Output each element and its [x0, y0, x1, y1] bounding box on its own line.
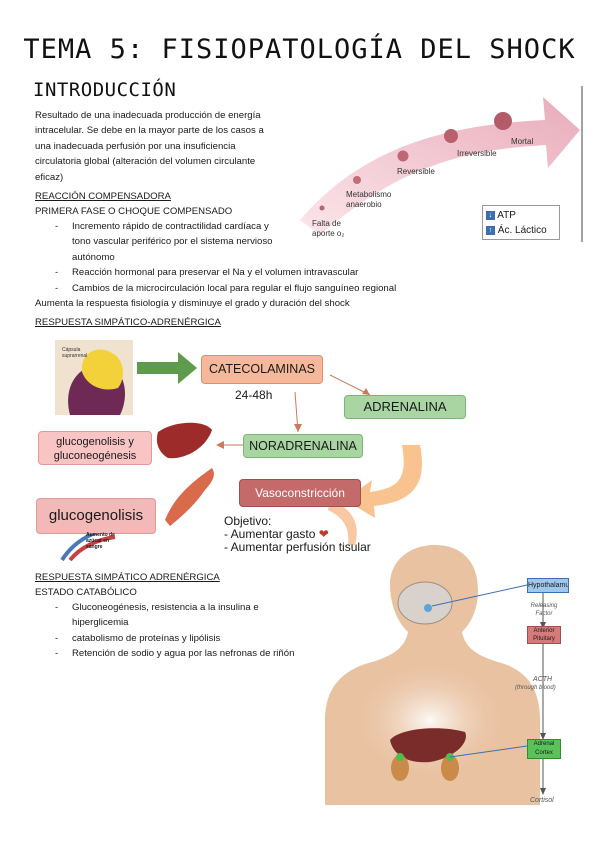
noradrenaline-box: NORADRENALINA — [243, 434, 363, 458]
intro-heading: INTRODUCCIÓN — [33, 79, 177, 101]
releasing-factor-label: Releasing Factor — [530, 603, 558, 617]
vasoconstriction-box: Vasoconstricción — [239, 479, 361, 507]
adrenaline-box: ADRENALINA — [344, 395, 466, 419]
legend-lactic: ↑ Ác. Láctico — [486, 223, 556, 238]
gland-label: Cápsula suprarrenal — [62, 347, 88, 359]
time-label: 24-48h — [235, 388, 273, 402]
stage-label: Metabolismo anaerobio — [346, 190, 392, 209]
stage-label: Irreversible — [457, 149, 497, 158]
intro-text: Resultado de una inadecuada producción d… — [35, 110, 264, 183]
arrow-up-icon: ↑ — [486, 225, 495, 235]
legend-box: ↓ ATP ↑ Ác. Láctico — [482, 205, 560, 240]
heart-icon: ❤ — [318, 527, 329, 541]
cortisol-label: Cortisol — [530, 797, 554, 804]
catabolic-heading: RESPUESTA SIMPÁTICO ADRENÉRGICA — [35, 572, 220, 583]
arrow-down-icon: ↓ — [486, 210, 495, 220]
catabolic-list: Gluconeogénesis, resistencia a la insuli… — [35, 600, 315, 662]
list-item: Reacción hormonal para preservar el Na y… — [35, 265, 435, 281]
sugar-label: Aumento de azúcar en sangre — [86, 532, 115, 550]
compensatory-subheading: PRIMERA FASE O CHOQUE COMPENSADO — [35, 206, 233, 217]
compensatory-summary: Aumenta la respuesta fisiología y dismin… — [35, 298, 350, 309]
adrenal-cortex-box: Adrenal Cortex — [527, 739, 561, 759]
objective-block: Objetivo: - Aumentar gasto ❤ - Aumentar … — [224, 515, 371, 554]
glucogenolisis-gluconeo-box: glucogenolisis y gluconeogénesis — [38, 431, 152, 465]
through-blood-label: (through blood) — [515, 685, 556, 691]
list-item: Retención de sodio y agua por las nefron… — [35, 646, 315, 662]
list-item: Cambios de la microcirculación local par… — [35, 281, 435, 297]
list-item: catabolismo de proteínas y lipólisis — [35, 631, 315, 647]
list-item: Incremento rápido de contractilidad card… — [35, 219, 282, 265]
legend-atp: ↓ ATP — [486, 208, 556, 223]
compensatory-heading: REACCIÓN COMPENSADORA — [35, 191, 171, 202]
hypothalamus-box: Hypothalamus — [527, 578, 569, 593]
stage-label: Reversible — [397, 167, 435, 176]
stage-label: Falta de aporte o₂ — [312, 219, 345, 238]
compensatory-list: Incremento rápido de contractilidad card… — [35, 219, 435, 296]
catecholamines-box: CATECOLAMINAS — [201, 355, 323, 384]
objective-item: - Aumentar perfusión tisular — [224, 540, 371, 554]
objective-title: Objetivo: — [224, 514, 272, 528]
stage-label: Mortal — [511, 137, 534, 146]
page-title: TEMA 5: FISIOPATOLOGÍA DEL SHOCK — [23, 34, 576, 65]
acth-label: ACTH — [533, 676, 553, 683]
anterior-pituitary-box: Anterior Pituitary — [527, 626, 561, 644]
list-item: Gluconeogénesis, resistencia a la insuli… — [35, 600, 282, 631]
objective-item: - Aumentar gasto ❤ — [224, 527, 329, 541]
glucogenolisis-box: glucogenolisis — [36, 498, 156, 534]
catabolic-subheading: ESTADO CATABÓLICO — [35, 587, 137, 598]
sympathetic-heading: RESPUESTA SIMPÁTICO-ADRENÉRGICA — [35, 317, 221, 328]
